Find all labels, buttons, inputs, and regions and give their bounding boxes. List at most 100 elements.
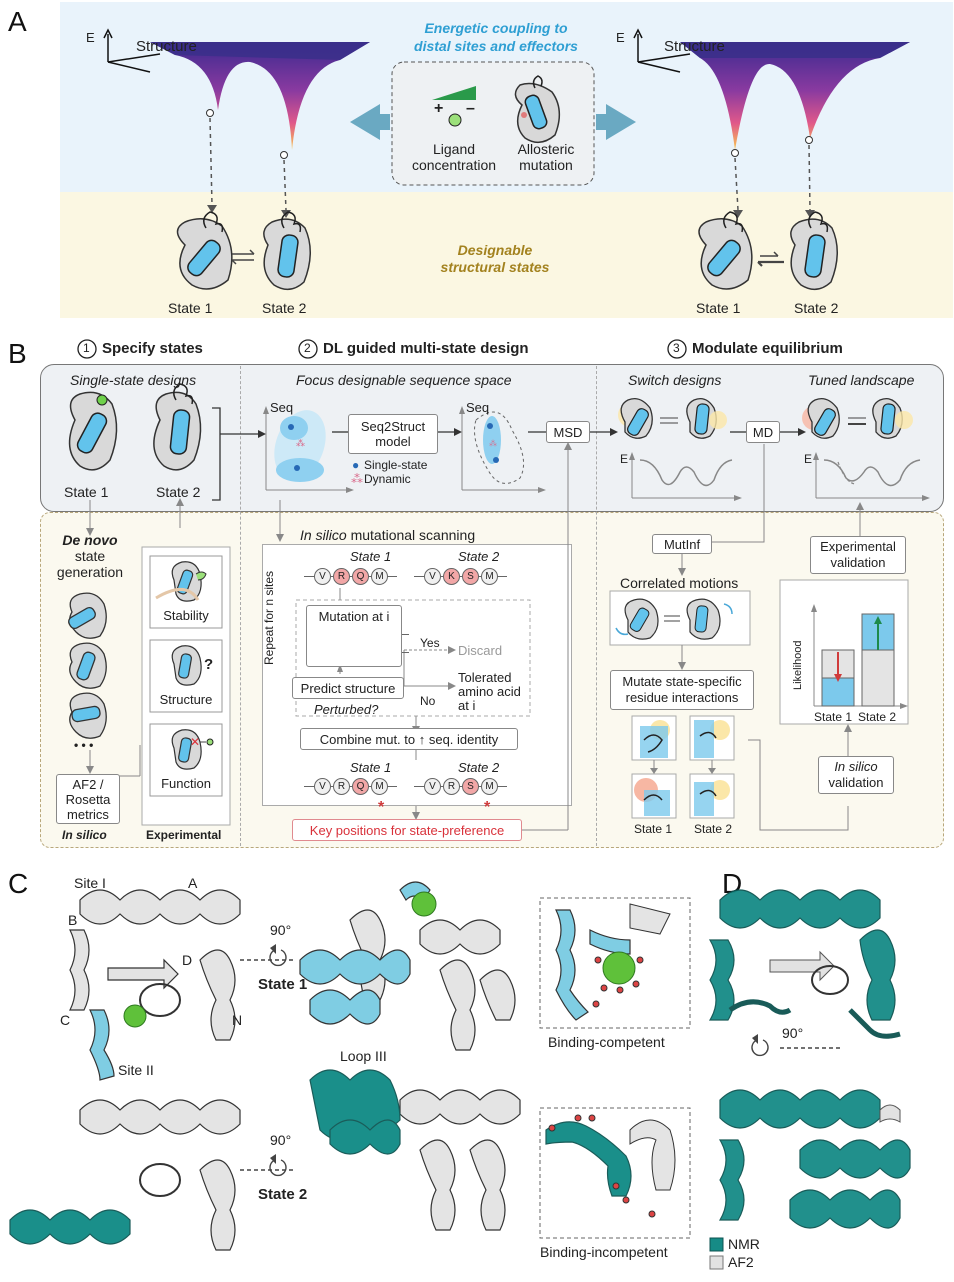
b-scan-title-italic: In silico: [300, 527, 347, 543]
b-separator-2: [596, 366, 597, 846]
b-seq2struct-label-2: model: [375, 434, 411, 449]
panel-label-a: A: [8, 6, 27, 37]
b-step1-number: 1: [83, 341, 90, 355]
c-site1: Site I: [74, 875, 106, 891]
c-helix-a: A: [188, 875, 198, 891]
b-legend-dynamic: Dynamic: [364, 472, 411, 486]
b-insilico-val-2: validation: [828, 775, 884, 790]
b-af2-label-1: AF2 /: [72, 776, 104, 792]
b-e-axis-tuned: E: [804, 452, 813, 466]
residue-chain-end: [414, 576, 424, 577]
a-state2-right: State 2: [794, 300, 839, 316]
b-in-silico-label: In silico: [62, 828, 107, 842]
b-step1-graphics: ✕: [68, 498, 231, 826]
b-step-numbers: [77, 339, 687, 359]
b-exp-val-1: Experimental: [820, 539, 896, 554]
a-designable-1: Designable: [457, 242, 533, 258]
b-af2-box: AF2 / Rosetta metrics: [56, 774, 120, 824]
a-plus: +: [434, 100, 444, 117]
residue-bead: Q: [352, 778, 369, 795]
d-rot: 90°: [782, 1025, 804, 1041]
c-state2-label: State 2: [258, 1186, 308, 1203]
b-md-box: MD: [746, 421, 780, 443]
residue-chain-end: [387, 576, 397, 577]
b-scan-state2-bottom: State 2: [458, 760, 500, 775]
a-ligand-label-1: Ligand: [432, 141, 476, 157]
b-no-label: No: [420, 694, 436, 708]
b-structure-qmark: ?: [204, 656, 214, 673]
b-combine-box: Combine mut. to ↑ seq. identity: [300, 728, 518, 750]
c-loop3: Loop III: [340, 1048, 387, 1064]
residue-chain-end: [399, 652, 409, 653]
d-legend-af2: AF2: [728, 1254, 754, 1270]
b-top-graphics: ⁂ ⁂: [68, 383, 930, 501]
residue-link: [478, 576, 481, 577]
a-ligand-label-2: concentration: [411, 157, 497, 173]
residue-link: [349, 576, 352, 577]
residue-link: [368, 786, 371, 787]
b-ellipsis: • • •: [74, 738, 94, 752]
b-insilico-val-box: In silico validation: [818, 756, 894, 794]
a-designable-2: structural states: [440, 259, 550, 275]
b-seq-axis-1: Seq: [270, 400, 294, 415]
b-final-state1: State 1: [634, 822, 673, 836]
b-mutate-box: Mutate state-specific residue interactio…: [610, 670, 754, 710]
b-correlated-label: Correlated motions: [620, 575, 739, 591]
a-energy-axis-left: E: [86, 30, 95, 45]
svg-text:⁂: ⁂: [296, 438, 305, 448]
a-structure-axis-left: Structure: [136, 38, 197, 55]
b-mutate-1: Mutate state-specific: [622, 674, 742, 689]
b-step1-title: Specify states: [102, 340, 203, 357]
residue-bead: Q: [352, 568, 369, 585]
b-star-1: *: [378, 799, 385, 816]
residue-chain-end: [414, 786, 424, 787]
b-state2-label: State 2: [156, 484, 201, 500]
b-yes-label: Yes: [420, 636, 440, 650]
b-af2-label-3: metrics: [67, 806, 109, 822]
residue-chain-end: [304, 576, 314, 577]
c-helix-b: B: [68, 912, 78, 928]
residue-chain-end: [497, 576, 507, 577]
c-site2: Site II: [118, 1062, 154, 1078]
a-state1-left: State 1: [168, 300, 213, 316]
residue-bead: K: [443, 568, 460, 585]
svg-text:✕: ✕: [190, 735, 200, 749]
b-tolerated-1: Tolerated: [458, 670, 512, 685]
residue-link: [368, 576, 371, 577]
d-legend-nmr: NMR: [728, 1236, 760, 1252]
b-mutate-2: residue interactions: [625, 690, 739, 705]
b-denovo-1: De novo: [62, 532, 118, 548]
b-structure-label: Structure: [159, 692, 213, 707]
b-perturbed-label: Perturbed?: [314, 702, 379, 717]
b-denovo-2: state: [74, 548, 106, 564]
b-mutinf-box: MutInf: [652, 534, 712, 554]
b-discard-label: Discard: [458, 643, 503, 658]
b-seq2struct-label-1: Seq2Struct: [360, 419, 426, 434]
c-helix-c: C: [60, 1012, 71, 1028]
b-chart-state1: State 1: [814, 710, 853, 724]
residue-link: [478, 786, 481, 787]
b-exp-val-box: Experimental validation: [810, 536, 906, 574]
b-step3-title: Modulate equilibrium: [692, 340, 843, 357]
panel-a-landscapes: [103, 28, 910, 218]
b-scan-connectors: [276, 442, 572, 831]
a-coupling-title-2: distal sites and effectors: [414, 38, 578, 54]
residue-bead: S: [462, 568, 479, 585]
b-chart-state2: State 2: [858, 710, 897, 724]
b-single-state-title: Single-state designs: [70, 372, 197, 388]
b-legend-single: Single-state: [364, 458, 428, 472]
b-scan-title: In silico mutational scanning: [300, 527, 475, 543]
b-switch-title: Switch designs: [628, 372, 722, 388]
a-state2-left: State 2: [262, 300, 307, 316]
a-energy-axis-right: E: [616, 30, 625, 45]
residue-bead: V: [424, 568, 441, 585]
b-tolerated-3: at i: [458, 698, 476, 713]
residue-chain-end: [399, 634, 409, 635]
c-incompetent: Binding-incompetent: [540, 1244, 668, 1260]
b-function-label: Function: [161, 776, 211, 791]
b-step2-title: DL guided multi-state design: [323, 340, 529, 357]
residue-bead: M: [371, 568, 388, 585]
a-minus: –: [466, 100, 475, 117]
